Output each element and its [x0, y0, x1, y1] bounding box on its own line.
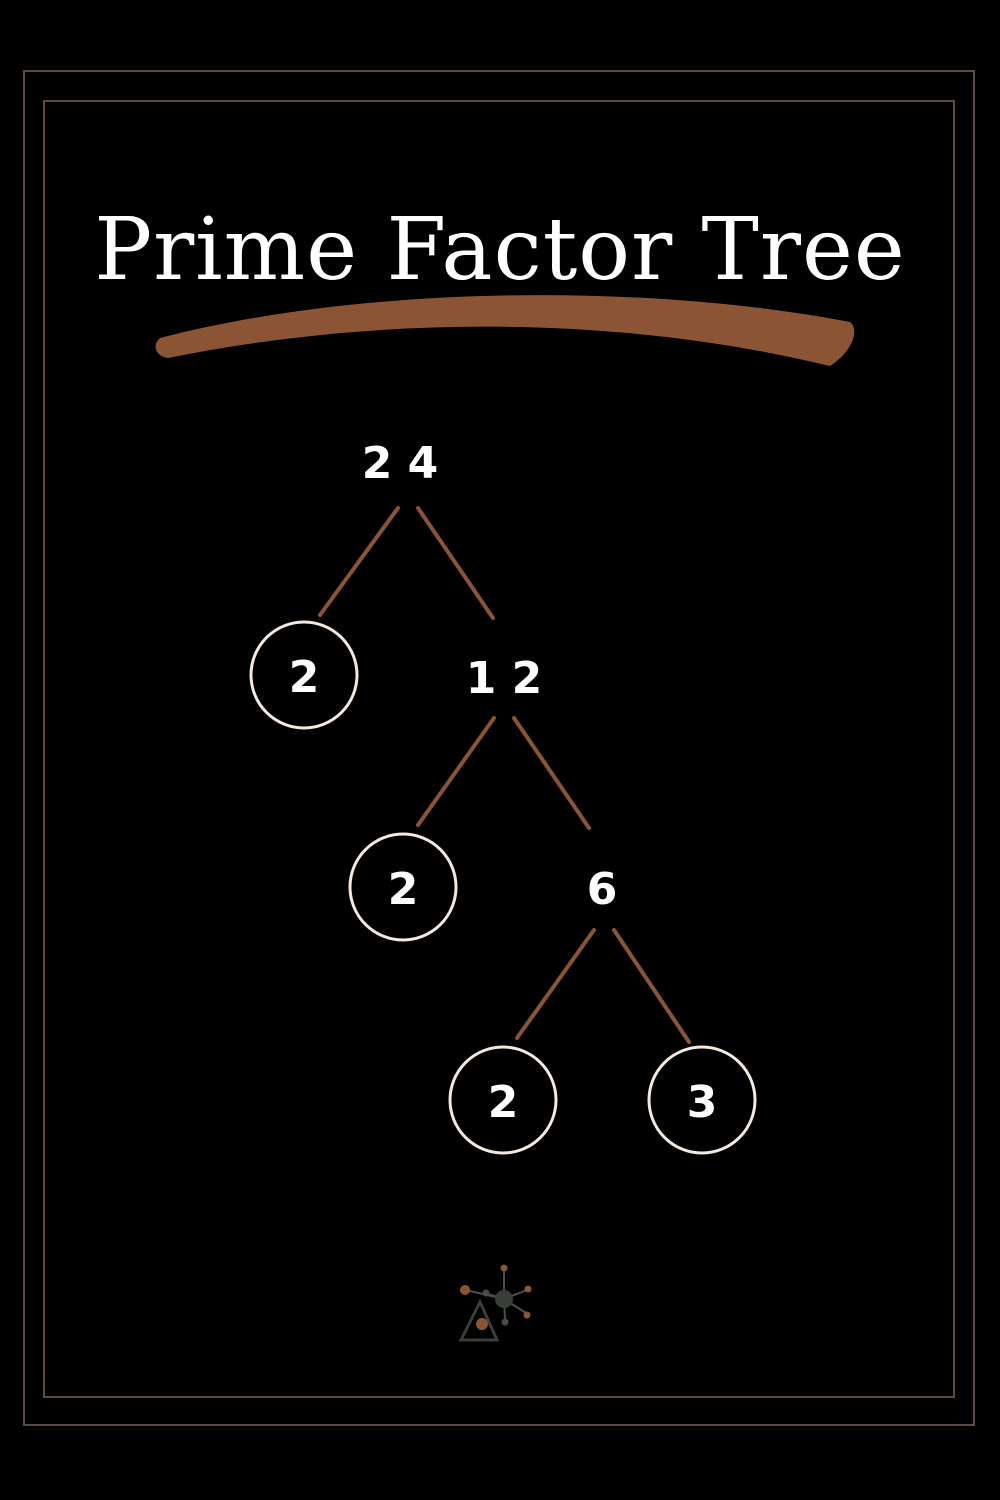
branch-6-to-2 [515, 928, 596, 1040]
page-title: Prime Factor Tree [94, 200, 906, 300]
node-prime-2-level3: 2 [488, 1077, 519, 1128]
node-prime-2-level1: 2 [289, 652, 320, 703]
prime-circle-4 [647, 1045, 757, 1155]
branch-6-to-3 [612, 928, 691, 1044]
tree-branches [318, 506, 691, 1044]
molecule-triangle-logo-icon [458, 1264, 532, 1342]
prime-circle-3 [448, 1045, 558, 1155]
node-12: 1 2 [466, 653, 543, 704]
prime-circle-1 [249, 620, 359, 730]
node-6: 6 [587, 864, 618, 915]
branch-24-to-2 [318, 506, 400, 617]
node-24: 2 4 [362, 438, 439, 489]
node-prime-2-level2: 2 [388, 864, 419, 915]
branch-12-to-6 [512, 716, 591, 830]
inner-border [43, 100, 955, 1398]
outer-border [23, 70, 975, 1426]
node-prime-3: 3 [687, 1077, 718, 1128]
branch-24-to-12 [416, 506, 495, 620]
branch-12-to-2 [416, 716, 496, 827]
prime-circle-2 [348, 832, 458, 942]
